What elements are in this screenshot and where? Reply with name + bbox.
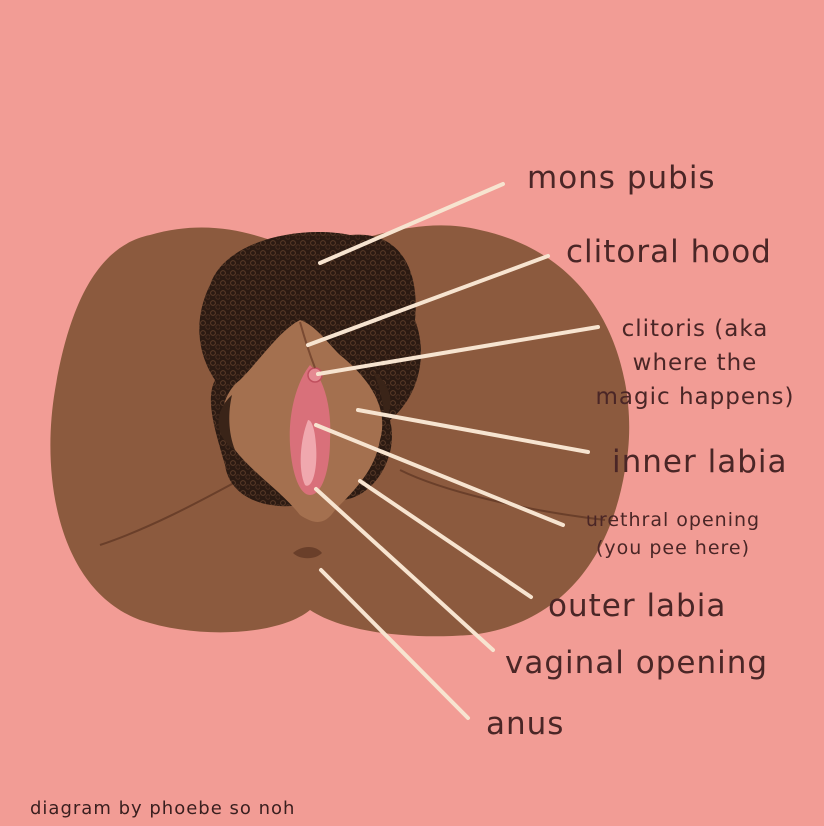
- shadow-left: [218, 395, 235, 450]
- vaginal-opening-shape: [300, 420, 317, 486]
- leader-mons-pubis: [318, 182, 505, 265]
- anus-shape: [293, 547, 322, 559]
- label-urethral-line1: urethral opening: [585, 509, 761, 531]
- label-clitoris-line2: where the: [632, 350, 758, 376]
- label-anus: anus: [486, 706, 565, 742]
- leader-outer-labia: [358, 479, 533, 599]
- label-mons-pubis: mons pubis: [527, 160, 716, 196]
- leader-anus: [319, 568, 470, 720]
- label-vaginal-opening: vaginal opening: [505, 645, 769, 681]
- leader-lines: [306, 182, 600, 720]
- label-clitoris: clitoris (aka where the magic happens): [594, 312, 796, 414]
- label-urethral-opening: urethral opening (you pee here): [578, 506, 768, 562]
- label-inner-labia: inner labia: [612, 444, 788, 480]
- label-clitoris-line3: magic happens): [595, 384, 795, 410]
- label-outer-labia: outer labia: [548, 588, 727, 624]
- crease-right: [399, 469, 606, 521]
- credit-text: diagram by phoebe so noh: [30, 798, 296, 819]
- label-urethral-line2: (you pee here): [595, 537, 751, 559]
- label-clitoris-line1: clitoris (aka: [621, 316, 769, 342]
- leader-clitoris: [316, 325, 600, 376]
- leader-urethral-opening: [314, 423, 565, 527]
- leader-inner-labia: [356, 408, 590, 454]
- leader-vaginal-opening: [314, 487, 495, 652]
- leader-clitoral-hood: [306, 254, 550, 347]
- label-clitoral-hood: clitoral hood: [566, 234, 772, 270]
- shadow-right: [372, 370, 391, 420]
